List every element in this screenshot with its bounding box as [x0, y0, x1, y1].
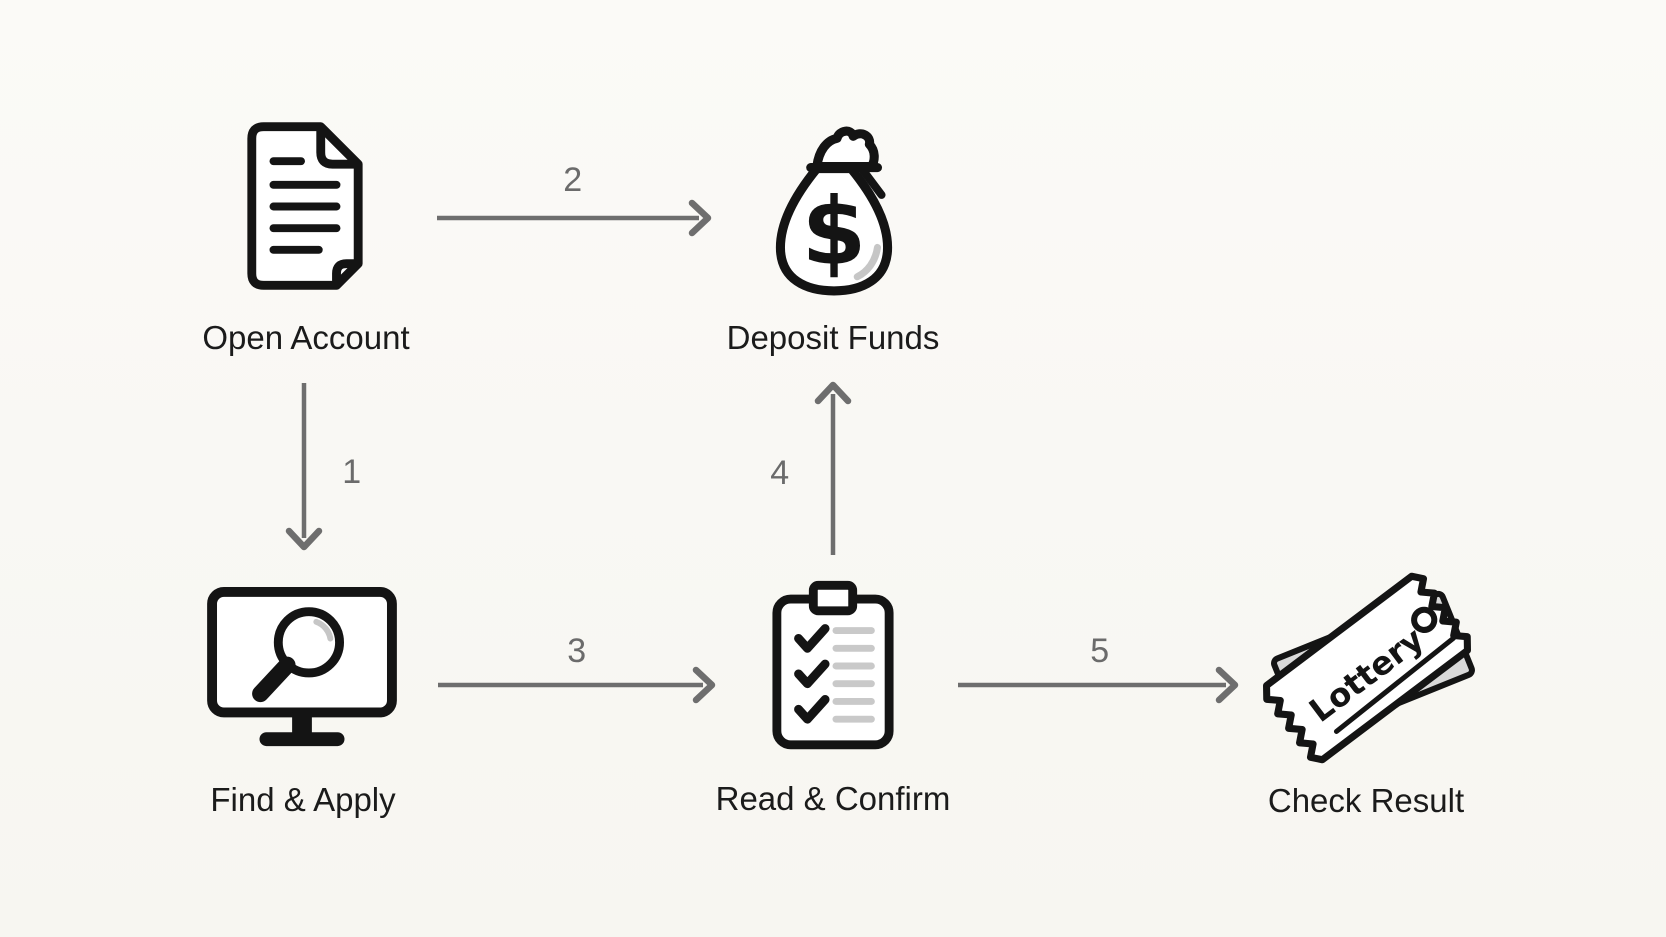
arrow-2: [437, 199, 712, 237]
arrow-1: [285, 383, 323, 551]
edge-number-2: 2: [563, 161, 583, 199]
edge-number-1: 1: [342, 453, 362, 491]
node-label-check-result: Check Result: [1267, 782, 1465, 819]
dollar-glyph: $: [802, 178, 867, 286]
edge-number-5: 5: [1090, 632, 1110, 670]
clipboard-checklist-icon: [772, 580, 894, 750]
edge-number-4: 4: [770, 454, 790, 492]
arrow-5: [958, 666, 1239, 704]
node-label-find-apply: Find & Apply: [210, 781, 396, 818]
monitor-search-icon: [207, 586, 397, 747]
lottery-ticket-icon: Lottery: [1263, 572, 1475, 764]
node-label-open-account: Open Account: [202, 319, 410, 356]
arrow-4: [814, 381, 852, 555]
edge-number-3: 3: [567, 632, 587, 670]
arrow-3: [438, 666, 716, 704]
node-label-deposit-funds: Deposit Funds: [726, 319, 940, 356]
document-icon: [247, 122, 363, 290]
money-bag-icon: $: [775, 126, 893, 296]
list-lines: [832, 627, 875, 723]
node-label-read-confirm: Read & Confirm: [715, 780, 951, 817]
ticket-circle-mark: [1411, 606, 1438, 633]
